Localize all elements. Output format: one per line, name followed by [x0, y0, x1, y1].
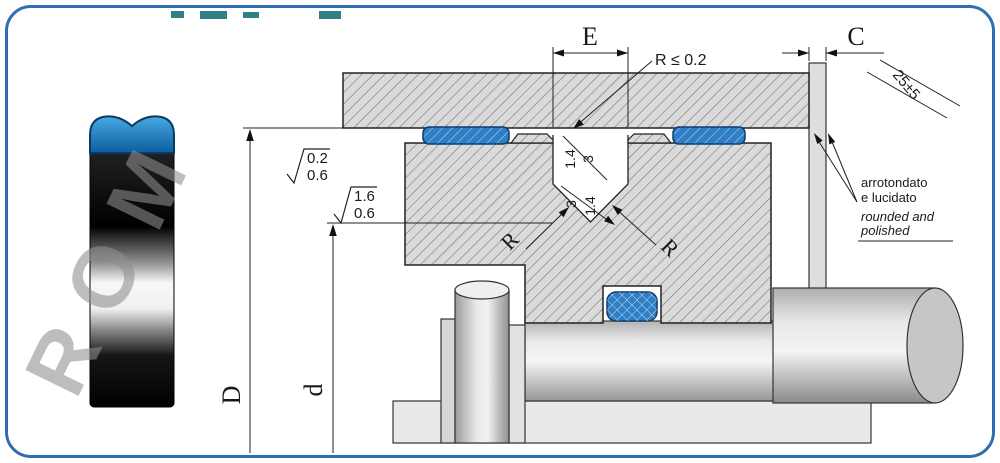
groove-upper-dim-a: 1.4 [562, 149, 578, 169]
arrow-d-minor [329, 224, 337, 236]
groove-outline [552, 135, 629, 223]
product-photo [89, 115, 175, 408]
rod-cylinder [524, 320, 776, 402]
finish-groove-value: 1.6 [354, 188, 375, 205]
radius-note-leader [575, 60, 653, 127]
arrow-radius-right [612, 205, 623, 215]
elevation-parts [392, 62, 964, 444]
watermark-fragment [243, 12, 259, 18]
chamfer-line-2 [866, 71, 948, 119]
arrow-radius-left [558, 207, 569, 218]
watermark-fragment [319, 11, 341, 19]
groove-upper-dim-b: 3 [580, 155, 596, 163]
note-italian-line2: e lucidato [861, 190, 917, 205]
arrow-d-major [246, 129, 254, 141]
groove-lower-dim-a: 3 [563, 200, 579, 208]
note-english-line1: rounded and [861, 209, 935, 224]
arrow-radius-note [573, 119, 584, 129]
radius-max-label: R ≤ 0.2 [655, 52, 707, 69]
dim-d-minor-label: d [299, 384, 328, 397]
dim-d-major-label: D [217, 386, 246, 405]
arrowheads [246, 49, 837, 236]
note-english-line2: polished [860, 223, 910, 238]
piston-section [404, 142, 772, 324]
seal-section-lower-crosshatch [607, 292, 657, 321]
radius-right-leader [614, 207, 657, 246]
chamfer-line-1 [879, 59, 961, 107]
finish-top-sub: 0.6 [307, 167, 328, 184]
arrow-e-right [617, 49, 628, 57]
groove-upper-dim-line [562, 135, 608, 181]
finish-groove-sub: 0.6 [354, 205, 375, 222]
arrow-groove-lower [604, 215, 615, 225]
arrow-c-left [798, 49, 809, 57]
chamfer-angle-label: 25±5 [889, 67, 923, 103]
arrow-note-1 [814, 133, 823, 144]
groove-lip-left [509, 133, 554, 144]
finish-top-value: 0.2 [307, 150, 328, 167]
seal-section-left [422, 126, 510, 145]
radius-left-leader [525, 209, 567, 250]
watermark-fragment [171, 11, 184, 18]
boss-top-ellipse [454, 280, 510, 300]
seal-section-right [672, 126, 746, 145]
dim-c-label: C [847, 22, 864, 51]
boss-cylinder [454, 289, 510, 444]
dimension-lines [243, 47, 961, 453]
watermark-fragment [200, 11, 227, 19]
note-italian-line1: arrotondato [861, 175, 928, 190]
technical-drawing: ROM [7, 11, 964, 453]
groove-lip-right [627, 133, 673, 144]
dim-e-label: E [582, 22, 598, 51]
seal-blue-cap [89, 115, 175, 154]
step-left [440, 318, 456, 444]
border-frame: ROM [5, 5, 995, 458]
arrow-e-left [553, 49, 564, 57]
arrow-note-2 [828, 133, 836, 145]
note-leader-1 [815, 136, 858, 203]
arrow-c-right [826, 49, 837, 57]
groove-lower-dim-line [560, 185, 613, 224]
roughness-symbol-top [286, 148, 330, 185]
groove-cavity [553, 129, 628, 222]
roughness-symbol-groove [333, 186, 377, 225]
groove-lower-dim-b: 1.4 [582, 196, 598, 216]
note-leader-2 [829, 136, 858, 203]
big-cylinder-end [906, 287, 964, 404]
step-right [508, 324, 526, 444]
cylinder-bore-section [342, 72, 810, 129]
rod-upper-strip [808, 62, 827, 290]
rom-watermark: ROM [7, 111, 218, 409]
clipped-watermark-fragments [171, 11, 341, 19]
